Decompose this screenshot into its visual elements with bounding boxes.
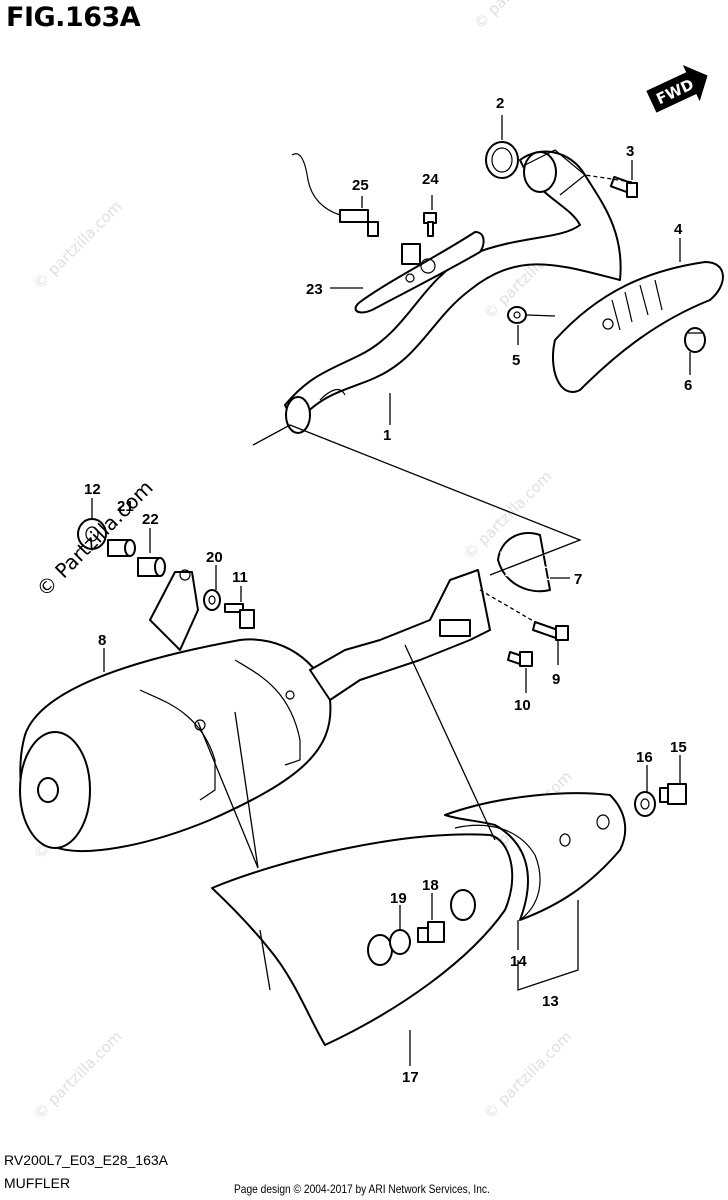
bolt-part [507, 651, 533, 667]
bolt-part [224, 603, 255, 629]
gasket-part [485, 141, 519, 179]
fwd-badge: FWD [646, 64, 708, 113]
callout-10[interactable]: 10 [514, 697, 531, 714]
bolt-part [659, 783, 687, 805]
watermark-faint: © partzilla.com [30, 1027, 125, 1122]
callout-8[interactable]: 8 [98, 632, 106, 649]
exhaust-pipe-part [284, 149, 622, 434]
washer-part [389, 929, 411, 955]
sensor-part [291, 153, 379, 237]
callout-11[interactable]: 11 [232, 569, 248, 586]
collar-part [107, 539, 136, 557]
nut-part [684, 327, 706, 353]
copyright-notice: Page design © 2004-2017 by ARI Network S… [234, 1182, 490, 1196]
callout-13[interactable]: 13 [542, 993, 559, 1010]
callout-15[interactable]: 15 [670, 739, 687, 756]
bolt-part [417, 921, 445, 943]
bracket-part [354, 231, 485, 314]
callout-20[interactable]: 20 [206, 549, 223, 566]
callout-1[interactable]: 1 [383, 427, 391, 444]
callout-21[interactable]: 21 [117, 498, 134, 515]
bolt-part [532, 621, 569, 641]
bolt-part [423, 212, 437, 237]
callout-18[interactable]: 18 [422, 877, 439, 894]
callout-14[interactable]: 14 [510, 953, 527, 970]
watermark-faint: © partzilla.com [470, 0, 565, 33]
lower-cover-part [211, 833, 514, 1046]
muffler-body-part [19, 569, 491, 852]
bolt-part [609, 175, 638, 198]
figure-code: RV200L7_E03_E28_163A [4, 1152, 169, 1168]
callout-17[interactable]: 17 [402, 1069, 419, 1086]
callout-16[interactable]: 16 [636, 749, 653, 766]
callout-2[interactable]: 2 [496, 95, 504, 112]
rear-cover-part [444, 792, 627, 921]
callout-23[interactable]: 23 [306, 281, 323, 298]
callout-3[interactable]: 3 [626, 143, 634, 160]
callout-4[interactable]: 4 [674, 221, 683, 238]
callout-6[interactable]: 6 [684, 377, 692, 394]
callout-25[interactable]: 25 [352, 177, 369, 194]
callout-9[interactable]: 9 [552, 671, 560, 688]
spacer-part [137, 557, 166, 577]
washer-part [634, 791, 656, 817]
callout-7[interactable]: 7 [574, 571, 582, 588]
callout-5[interactable]: 5 [512, 352, 520, 369]
figure-title: FIG.163A [6, 2, 141, 33]
callout-numbers: 1 2 3 4 5 6 7 8 9 10 11 12 13 14 15 16 1… [84, 95, 692, 1086]
watermark-faint: © partzilla.com [30, 197, 125, 292]
washer-part [507, 306, 527, 324]
washer-part [203, 589, 221, 611]
section-name: MUFFLER [4, 1175, 71, 1191]
watermark-faint: © partzilla.com [480, 1027, 575, 1122]
callout-19[interactable]: 19 [390, 890, 407, 907]
leader-lines [91, 115, 691, 1066]
callout-24[interactable]: 24 [422, 171, 439, 188]
callout-22[interactable]: 22 [142, 511, 159, 528]
heat-shield-part [551, 261, 724, 393]
rubber-grommet-part [77, 518, 107, 550]
callout-12[interactable]: 12 [84, 481, 101, 498]
